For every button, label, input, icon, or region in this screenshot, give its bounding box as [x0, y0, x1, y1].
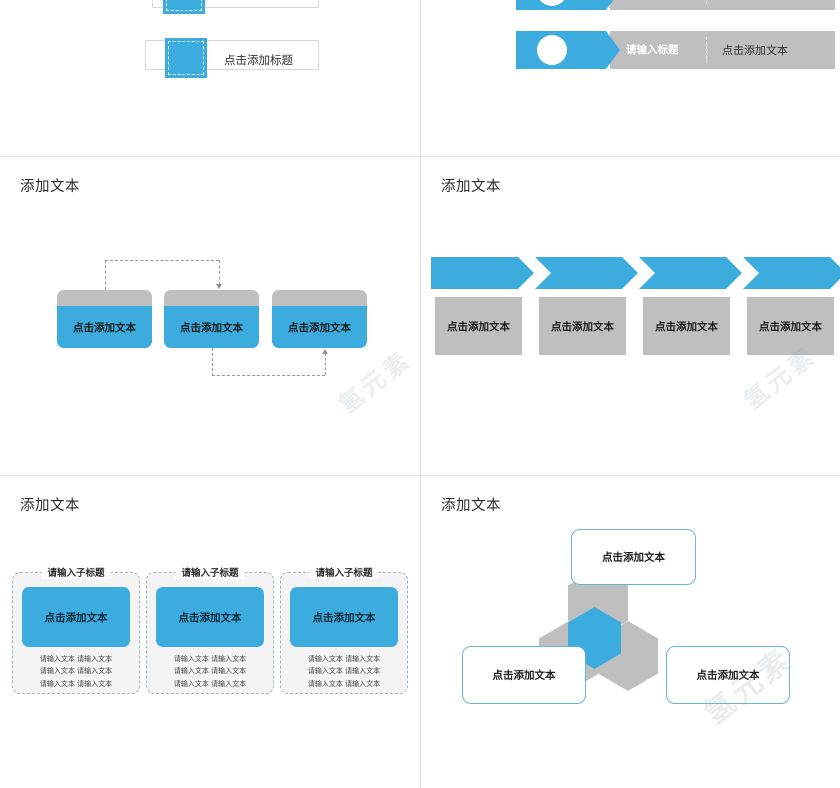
connector-arrow-up: [322, 349, 328, 354]
chevron-2[interactable]: [535, 257, 638, 289]
badge-row-body: [610, 31, 835, 69]
connector-down-right: [219, 260, 220, 285]
chevron-4[interactable]: [743, 257, 840, 289]
circle-icon: [537, 0, 567, 6]
step-box-3[interactable]: 点击添加文本: [643, 297, 730, 355]
info-card-label: 点击添加文本: [44, 612, 108, 624]
card-label: 点击添加文本: [180, 322, 243, 334]
info-card-2[interactable]: 请输入子标题 点击添加文本 请输入文本 请输入文本 请输入文本 请输入文本 请输…: [146, 565, 274, 694]
panel-bottom-right[interactable]: 添加文本 点击添加文本 点击添加文本 点击添加文本 氢元素: [421, 476, 840, 788]
blue-square-lower: [165, 38, 207, 78]
step-label: 点击添加文本: [551, 321, 614, 333]
page-title: 添加文本: [441, 498, 501, 514]
connector-up-right: [325, 353, 326, 375]
card-blue-body: [57, 306, 152, 348]
panel-top-left[interactable]: 点击添加标题: [0, 0, 419, 156]
badge-row-separator: [706, 37, 708, 63]
card-3[interactable]: 点击添加文本: [272, 290, 367, 348]
info-card-line: 请输入文本 请输入文本: [173, 679, 247, 688]
card-2[interactable]: 点击添加文本: [164, 290, 259, 348]
panel-top-right[interactable]: 请输入标题 点击添加文本 请输入标题 点击添加文本: [421, 0, 840, 156]
step-box-4[interactable]: 点击添加文本: [747, 297, 834, 355]
step-label: 点击添加文本: [447, 321, 510, 333]
hex-box-left[interactable]: 点击添加文本: [462, 646, 586, 704]
info-card-blue-box: 点击添加文本: [156, 587, 264, 647]
info-card-line: 请输入文本 请输入文本: [39, 655, 113, 663]
badge-row-separator: [706, 0, 708, 4]
info-card-blue-box: 点击添加文本: [22, 587, 130, 647]
info-card-label: 点击添加文本: [312, 612, 376, 624]
connector-down-left: [212, 348, 213, 376]
hex-box-label: 点击添加文本: [696, 669, 760, 682]
page-title: 添加文本: [20, 498, 80, 514]
info-card-lines: 请输入文本 请输入文本 请输入文本 请输入文本 请输入文本 请输入文本: [21, 653, 131, 690]
page-title: 添加文本: [441, 179, 501, 195]
step-label: 点击添加文本: [655, 321, 718, 333]
connector-up-left: [105, 260, 106, 290]
info-card-heading: 请输入子标题: [41, 565, 111, 579]
connector-arrow-down: [216, 284, 222, 289]
info-card-line: 请输入文本 请输入文本: [173, 667, 247, 676]
badge-row-body-text: 点击添加文本: [722, 44, 788, 57]
badge-row-body: [610, 0, 835, 10]
info-card-line: 请输入文本 请输入文本: [307, 667, 381, 676]
chevron-1[interactable]: [431, 257, 534, 289]
title-frame-upper: [152, 0, 319, 8]
panel-middle-right[interactable]: 添加文本 点击添加文本 点击添加文本 点击添加文本 点击添加文本: [421, 157, 840, 475]
info-card-heading: 请输入子标题: [175, 565, 245, 579]
info-card-label: 点击添加文本: [178, 612, 242, 624]
step-box-2[interactable]: 点击添加文本: [539, 297, 626, 355]
card-blue-body: [272, 306, 367, 348]
card-1[interactable]: 点击添加文本: [57, 290, 152, 348]
card-blue-body: [164, 306, 259, 348]
panel-bottom-left[interactable]: 添加文本 请输入子标题 点击添加文本 请输入文本 请输入文本 请输入文本 请输入…: [0, 476, 419, 788]
divider-vertical: [420, 0, 421, 788]
page-title: 添加文本: [20, 179, 80, 195]
hex-box-top[interactable]: 点击添加文本: [571, 529, 696, 585]
step-box-1[interactable]: 点击添加文本: [435, 297, 522, 355]
info-card-line: 请输入文本 请输入文本: [39, 679, 113, 688]
connector-top-span: [105, 260, 219, 261]
hex-box-right[interactable]: 点击添加文本: [666, 646, 790, 704]
blue-square-upper: [163, 0, 205, 14]
info-card-line: 请输入文本 请输入文本: [39, 667, 113, 676]
info-card-1[interactable]: 请输入子标题 点击添加文本 请输入文本 请输入文本 请输入文本 请输入文本 请输…: [12, 565, 140, 694]
connector-bottom-span: [212, 375, 325, 376]
info-card-lines: 请输入文本 请输入文本 请输入文本 请输入文本 请输入文本 请输入文本: [289, 653, 399, 690]
info-card-line: 请输入文本 请输入文本: [307, 655, 381, 663]
info-card-line: 请输入文本 请输入文本: [173, 655, 247, 663]
circle-icon: [537, 35, 567, 65]
info-card-heading: 请输入子标题: [309, 565, 379, 579]
panel-middle-left[interactable]: 添加文本 点击添加文本 点击添加文本 点击添加文本: [0, 157, 419, 475]
info-card-lines: 请输入文本 请输入文本 请输入文本 请输入文本 请输入文本 请输入文本: [155, 653, 265, 690]
info-card-3[interactable]: 请输入子标题 点击添加文本 请输入文本 请输入文本 请输入文本 请输入文本 请输…: [280, 565, 408, 694]
card-label: 点击添加文本: [73, 322, 136, 334]
info-card-line: 请输入文本 请输入文本: [307, 679, 381, 688]
hex-box-label: 点击添加文本: [602, 551, 665, 564]
info-card-blue-box: 点击添加文本: [290, 587, 398, 647]
chevron-3[interactable]: [639, 257, 742, 289]
step-label: 点击添加文本: [759, 321, 822, 333]
card-label: 点击添加文本: [288, 322, 351, 334]
title-bar-label: 点击添加标题: [224, 53, 293, 67]
badge-row-flag: [516, 31, 620, 69]
badge-row-flag: [516, 0, 620, 10]
badge-row-title: 请输入标题: [626, 44, 679, 56]
hex-box-label: 点击添加文本: [492, 669, 556, 682]
